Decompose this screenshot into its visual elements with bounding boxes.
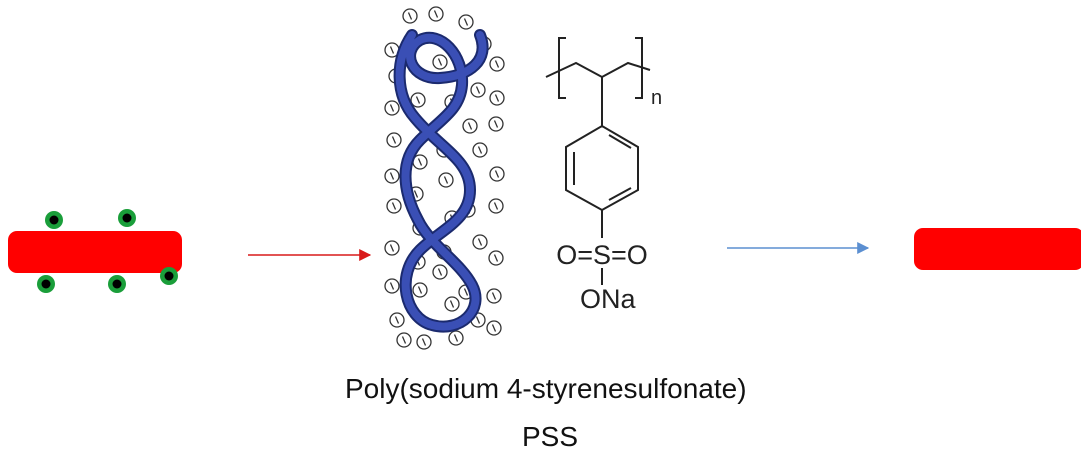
counter-ion — [488, 116, 504, 132]
counter-ion — [412, 154, 428, 170]
counter-ion — [472, 142, 488, 158]
counter-ion — [396, 332, 412, 348]
surface-ligand — [45, 211, 63, 229]
counter-ion — [384, 100, 400, 116]
surface-ligand — [37, 275, 55, 293]
counter-ion — [470, 82, 486, 98]
counter-ion — [444, 296, 460, 312]
counter-ion — [438, 172, 454, 188]
pss-structure-formula — [545, 37, 651, 285]
counter-ion — [488, 198, 504, 214]
ring-double-bond — [608, 134, 632, 149]
surface-ligand — [108, 275, 126, 293]
counter-ion — [489, 166, 505, 182]
counter-ion — [432, 264, 448, 280]
polymer-strand-highlight — [395, 31, 487, 331]
counter-ion — [448, 330, 464, 346]
ligand-capped-nanorod — [8, 209, 182, 293]
pss-polymer-coil — [384, 6, 505, 350]
counter-ion — [486, 288, 502, 304]
counter-ion — [384, 240, 400, 256]
counter-ion — [428, 6, 444, 22]
counter-ion — [386, 198, 402, 214]
counter-ion — [402, 8, 418, 24]
counter-ion — [389, 312, 405, 328]
polymer-abbreviation-caption: PSS — [522, 421, 579, 452]
surface-ligand — [118, 209, 136, 227]
sulfonate-group-label: O=S=O — [556, 240, 648, 270]
sodium-salt-label: ONa — [580, 284, 637, 314]
counter-ion — [416, 334, 432, 350]
counter-ion — [412, 282, 428, 298]
counter-ion — [486, 320, 502, 336]
ring-double-bond — [608, 187, 632, 201]
backbone-bond — [545, 61, 651, 79]
counter-ion — [384, 168, 400, 184]
counter-ion — [488, 250, 504, 266]
counter-ion — [489, 56, 505, 72]
surface-ligand — [160, 267, 178, 285]
counter-ion — [489, 90, 505, 106]
pss-coated-nanorod — [914, 228, 1081, 270]
bracket-left — [558, 37, 566, 99]
counter-ion — [472, 234, 488, 250]
counter-ion — [432, 54, 448, 70]
counter-ion — [458, 14, 474, 30]
left-nanorod — [8, 231, 182, 273]
counter-ion — [410, 92, 426, 108]
repeat-subscript: n — [651, 87, 662, 109]
polymer-name-caption: Poly(sodium 4-styrenesulfonate) — [345, 373, 747, 404]
counter-ion — [384, 278, 400, 294]
benzene-ring — [565, 124, 639, 212]
counter-ion — [384, 42, 400, 58]
counter-ion — [386, 132, 402, 148]
counter-ion — [462, 118, 478, 134]
